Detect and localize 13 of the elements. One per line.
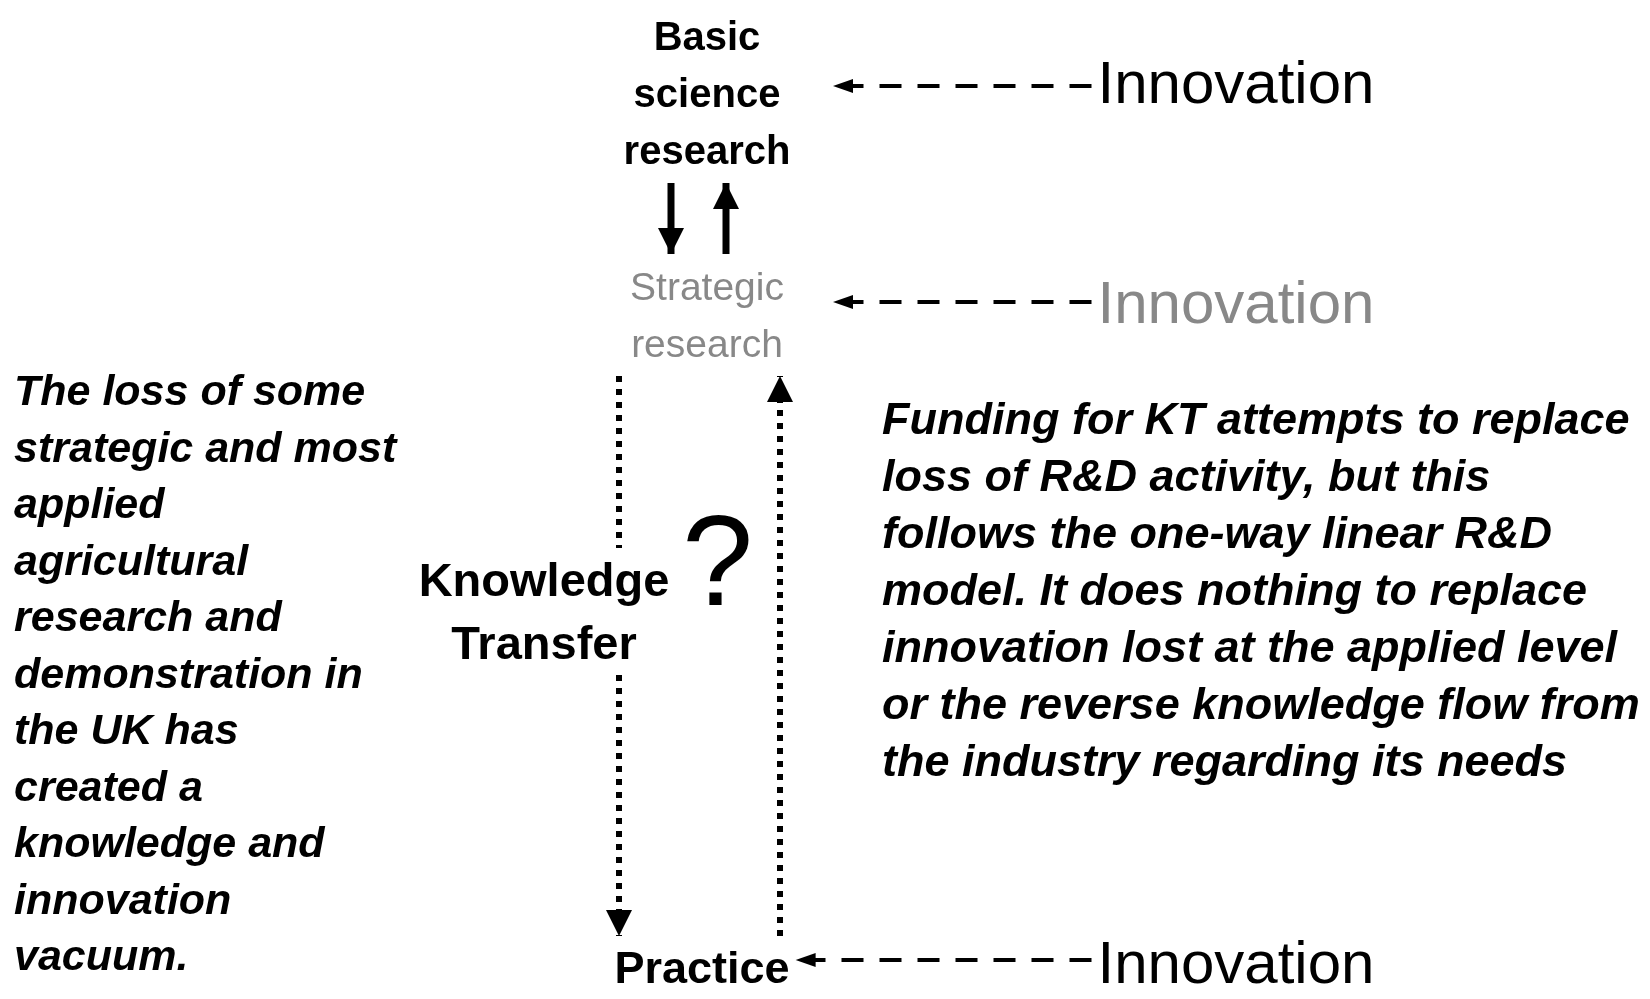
note-paragraph: Funding for KT attempts to replace loss of R&D activity, but this follows the one-way linear R&D model. It does nothing to replace innovation lost at the applied level or the reverse knowledge flow from the industry regarding its needs xyxy=(882,392,1641,788)
level-label: Practice xyxy=(614,940,790,996)
innovation-label: Innovation xyxy=(1097,48,1375,118)
dashed-arrow xyxy=(795,953,1092,967)
note-paragraph: The loss of some strategic and most applied agricultural research and demonstration in the UK has created a knowledge and innovation vacuum. xyxy=(14,365,399,981)
dashed-arrow xyxy=(833,79,1092,93)
innovation-label: Innovation xyxy=(1097,268,1375,338)
dashed-arrow xyxy=(833,295,1092,309)
question-mark: ? xyxy=(682,488,754,634)
innovation-label: Innovation xyxy=(1097,928,1375,998)
dotted-arrow xyxy=(767,376,793,936)
level-label: Basic science research xyxy=(587,8,827,179)
level-label: Strategic research xyxy=(587,258,827,372)
